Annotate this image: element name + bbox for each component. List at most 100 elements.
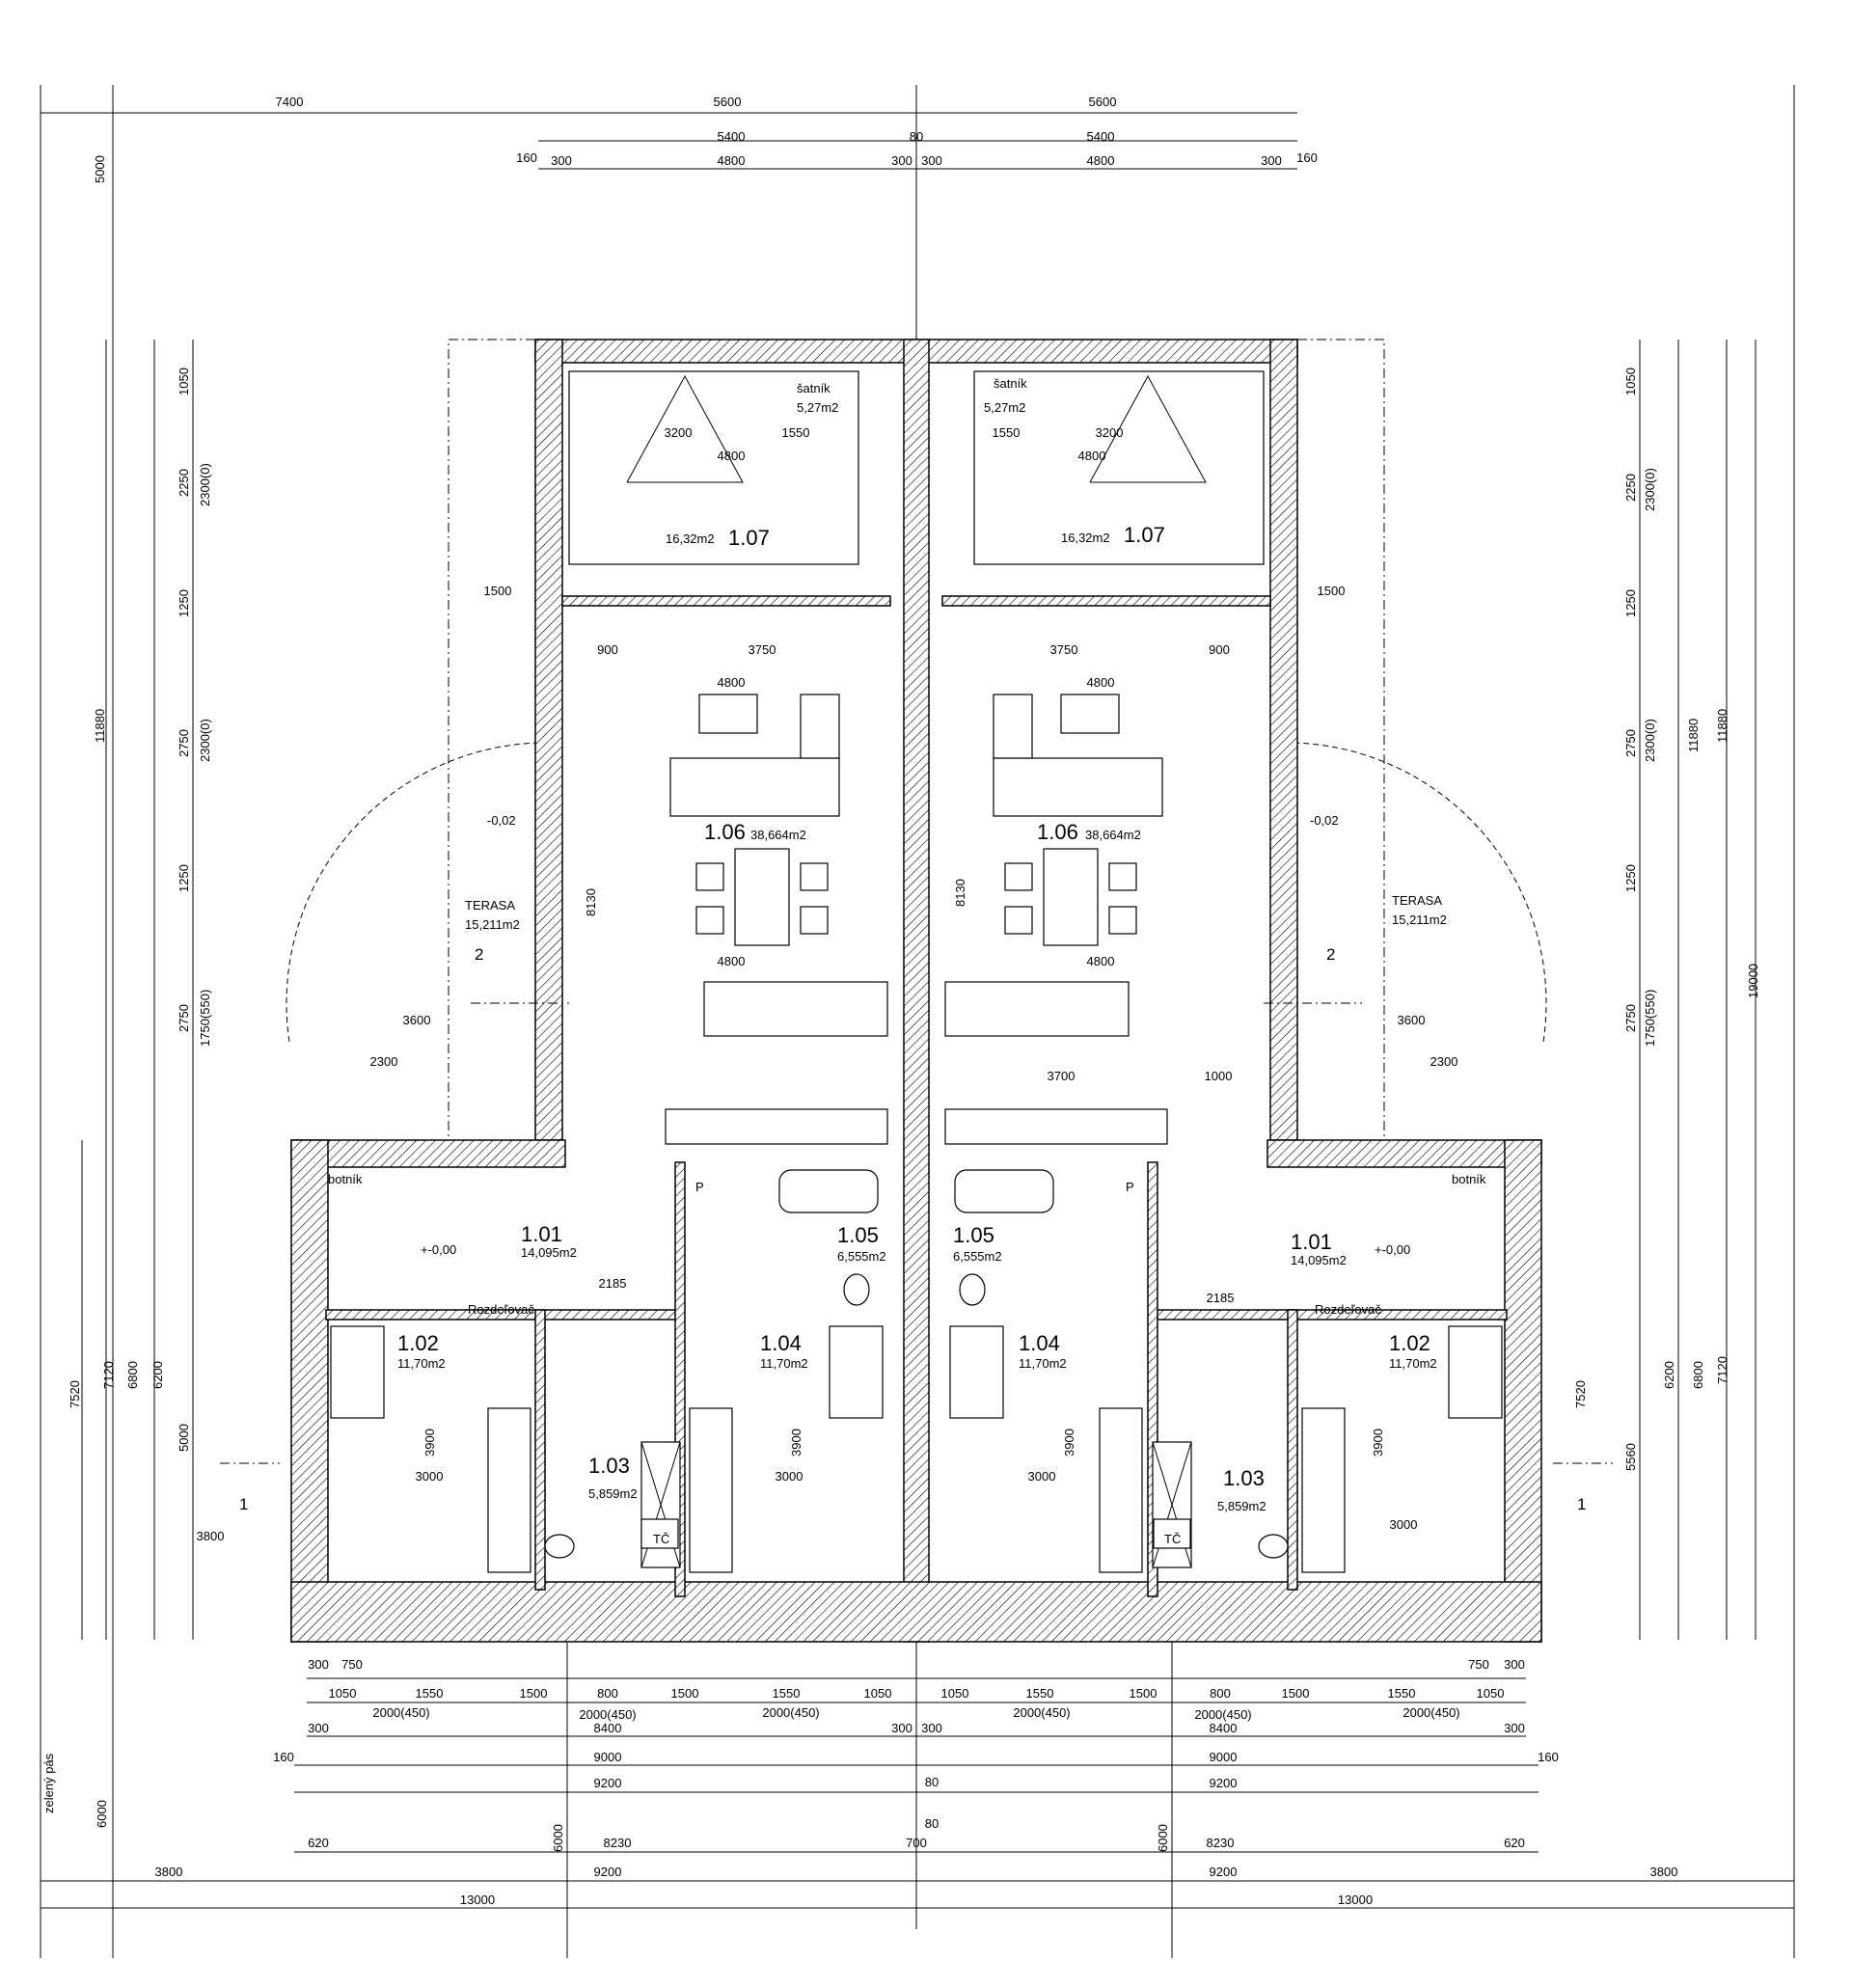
dim-top-5400b: 5400 [1087,129,1115,144]
room-1-06-left-area: 38,664m2 [750,828,806,842]
dim-int-4800a: 4800 [718,449,746,463]
dim-bot-r5-2: 9200 [1210,1776,1238,1790]
dim-int-4800c: 4800 [718,675,746,690]
room-1-06-right-num: 1.06 [1037,820,1078,844]
dim-right-2300b: 2300(0) [1643,719,1657,762]
room-1-07-right-num: 1.07 [1124,523,1165,547]
dim-left-6800: 6800 [125,1361,140,1389]
room-1-01-left-area: 14,095m2 [521,1245,577,1260]
dim-bot-6000-mid2: 6000 [1156,1824,1170,1852]
dim-int-900a: 900 [597,642,618,657]
dim-int-2300b: 2300 [1430,1054,1458,1069]
room-1-03-right-num: 1.03 [1223,1466,1265,1490]
dim-left-2750b: 2750 [177,1004,191,1032]
section-lines: 2 2 1 1 [220,945,1613,1513]
dim-int-2300a: 2300 [370,1054,398,1069]
dim-bot-6000-left: 6000 [95,1800,109,1828]
dim-bot-r1-1: 750 [341,1657,363,1672]
dim-top-4800a: 4800 [718,153,746,168]
dim-bot-r2b-2: 2000(450) [762,1705,819,1720]
dim-top-160b: 160 [1296,150,1318,165]
dim-left-1250a: 1250 [177,589,191,617]
dim-bot-r6-1: 8230 [604,1836,632,1850]
dim-top-4800b: 4800 [1087,153,1115,168]
room-1-03-left-num: 1.03 [588,1454,630,1478]
dim-bot-6000-mid1: 6000 [551,1824,565,1852]
dim-bot-r2b-0: 2000(450) [372,1705,429,1720]
room-1-07-right-area: 16,32m2 [1061,531,1110,545]
side-dimension-chains: 5000 11880 1050 2250 2300(0) 1250 2750 2… [68,155,1760,1640]
dim-right-5560: 5560 [1623,1443,1638,1471]
dim-right-1050: 1050 [1623,368,1638,395]
dim-bot-r6-0: 620 [308,1836,329,1850]
room-1-01-right-num: 1.01 [1291,1230,1332,1254]
level-floor-left: +-0,00 [421,1242,456,1257]
dim-bot-r6-2: 700 [906,1836,927,1850]
dim-top-5400a: 5400 [718,129,746,144]
section-1-right: 1 [1577,1495,1586,1513]
dim-top-5600b: 5600 [1089,95,1117,109]
tc-right: TČ [1164,1532,1181,1546]
room-labels: 1.07 16,32m2 1.07 16,32m2 1.06 38,664m2 … [41,376,1486,1813]
dim-bot-r1-3: 300 [1504,1657,1525,1672]
rozdelovac-right: Rozdeľovač [1315,1302,1381,1317]
dim-bot-r2-5: 1550 [773,1686,801,1701]
dim-right-11880b: 11880 [1715,709,1729,743]
dim-int-1550b: 1550 [993,425,1021,440]
dim-int-3000c: 3000 [1028,1469,1056,1484]
dim-bot-r7-3: 3800 [1650,1865,1678,1879]
botnik-right: botník [1452,1172,1486,1186]
dim-int-3750b: 3750 [1050,642,1078,657]
dim-bot-r2b-5: 2000(450) [1403,1705,1459,1720]
rozdelovac-left: Rozdeľovač [468,1302,534,1317]
dim-bot-r2-1: 1550 [416,1686,444,1701]
dim-left-2750a: 2750 [177,729,191,757]
dim-bot-r2-8: 1550 [1026,1686,1054,1701]
botnik-left: botník [328,1172,363,1186]
dim-right-1750: 1750(550) [1643,990,1657,1047]
room-1-01-left-num: 1.01 [521,1222,562,1246]
dim-bot-r8-0: 13000 [460,1893,495,1907]
dim-bot-r2-3: 800 [597,1686,618,1701]
room-1-02-right-area: 11,70m2 [1389,1356,1437,1371]
walls [290,339,1542,1643]
room-1-05-left-num: 1.05 [837,1223,879,1247]
dim-right-11880a: 11880 [1686,719,1701,752]
dim-right-7520: 7520 [1573,1380,1588,1408]
dim-right-6200: 6200 [1662,1361,1676,1389]
dim-bot-r2-4: 1500 [671,1686,699,1701]
terasa-left-area: 15,211m2 [465,917,520,932]
dim-bot-r2-11: 1500 [1282,1686,1310,1701]
dim-bot-r2-6: 1050 [864,1686,892,1701]
dim-bot-r5-1: 80 [925,1816,939,1831]
dim-int-3000d: 3000 [1390,1517,1418,1532]
top-dimension-chains: 7400 5600 5600 5400 80 5400 160 300 4800… [41,95,1318,170]
room-1-06-right-area: 38,664m2 [1085,828,1141,842]
dim-right-2750b: 2750 [1623,1004,1638,1032]
dim-bot-r7-1: 9200 [594,1865,622,1879]
dim-int-1500b: 1500 [1318,584,1346,598]
dim-left-11880: 11880 [93,709,107,743]
dim-int-1500a: 1500 [484,584,512,598]
dim-int-4800b: 4800 [1078,449,1106,463]
room-1-05-left-area: 6,555m2 [837,1249,886,1264]
room-1-06-left-num: 1.06 [704,820,746,844]
dim-bot-r4-4: 160 [1538,1750,1559,1764]
satnik-right: šatník [994,376,1027,391]
dim-left-7120: 7120 [101,1361,116,1389]
p-left: P [695,1180,704,1194]
dim-left-2250: 2250 [177,469,191,497]
dim-bot-r5-0: 9200 [594,1776,622,1790]
level-terrace-right: -0,02 [1310,813,1339,828]
dim-int-3900d: 3900 [1371,1429,1385,1457]
dim-right-1250a: 1250 [1623,589,1638,617]
dim-int-3900c: 3900 [1062,1429,1076,1457]
dim-bot-r3-3: 300 [921,1721,942,1735]
dim-bot-r2-7: 1050 [941,1686,969,1701]
interior-dimensions: 3200 4800 1550 3200 4800 1550 1500 1500 … [370,425,1458,1532]
dim-bot-r4-3: 9000 [1210,1750,1238,1764]
room-1-02-left-num: 1.02 [397,1331,439,1355]
dim-int-3900a: 3900 [422,1429,437,1457]
room-1-03-right-area: 5,859m2 [1217,1499,1266,1513]
